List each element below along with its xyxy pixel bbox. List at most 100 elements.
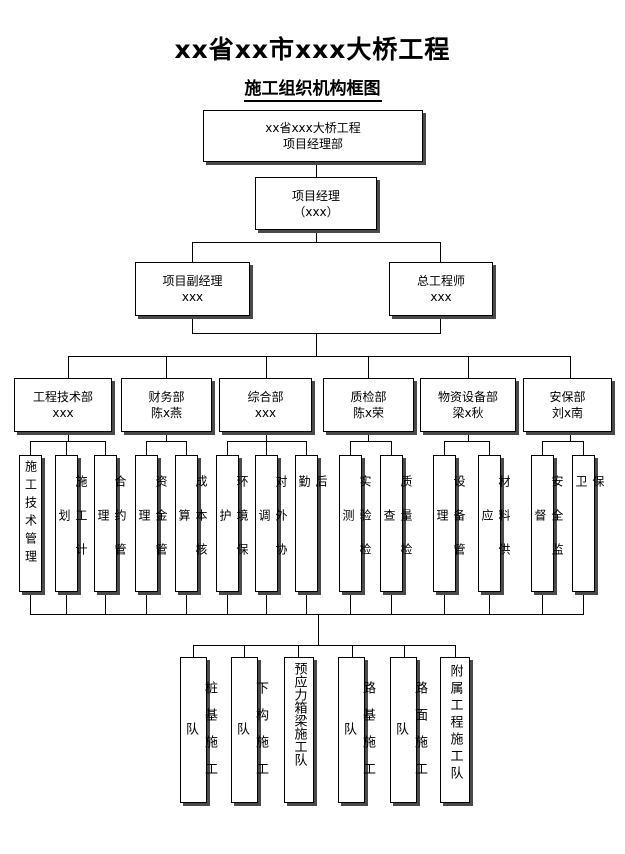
deputy-manager-name: xxx: [181, 290, 204, 304]
connector: [440, 316, 441, 333]
deputy-manager-title: 项目副经理: [162, 274, 223, 288]
connector: [583, 441, 584, 455]
department-name: 财务部: [148, 390, 185, 404]
function-label: 环境保护: [218, 474, 249, 577]
team-label: 路面施工队: [393, 681, 427, 789]
function-box: 施工技术管理: [19, 455, 42, 592]
connector: [391, 441, 392, 455]
connector: [227, 441, 307, 442]
connector: [404, 645, 405, 657]
project-manager-name: （xxx）: [293, 204, 339, 219]
function-label: 实验检测: [341, 474, 372, 577]
connector: [266, 432, 267, 441]
connector: [316, 162, 317, 177]
department-box: 综合部 xxx: [219, 378, 312, 432]
connector: [30, 441, 31, 455]
connector: [316, 230, 317, 242]
chart-subtitle-text: 施工组织机构框图: [243, 74, 382, 102]
deputy-manager-box: 项目副经理 xxx: [135, 262, 250, 316]
connector: [583, 592, 584, 614]
connector: [227, 592, 228, 614]
team-label: 路基施工队: [341, 681, 375, 789]
connector: [146, 441, 187, 442]
connector: [166, 356, 167, 378]
department-box: 安保部 刘x南: [523, 378, 612, 432]
connector: [440, 242, 441, 262]
connector: [542, 592, 543, 614]
connector: [193, 645, 194, 657]
department-name: 安保部: [549, 390, 586, 404]
connector: [105, 441, 106, 455]
connector: [68, 356, 571, 357]
connector: [306, 592, 307, 614]
department-name: 综合部: [247, 390, 284, 404]
connector: [66, 592, 67, 614]
project-manager-title: 项目经理: [291, 188, 340, 203]
team-label: 附属工程施工队: [447, 664, 463, 783]
department-person: 陈x燕: [150, 406, 183, 420]
project-manager-box: 项目经理 （xxx）: [255, 177, 377, 230]
connector: [350, 592, 351, 614]
connector: [146, 441, 147, 455]
connector: [146, 592, 147, 614]
function-label: 安全监督: [533, 474, 564, 577]
department-box: 工程技术部 xxx: [14, 378, 112, 432]
function-label: 设备管理: [435, 474, 466, 577]
department-box: 物资设备部 梁x秋: [420, 378, 516, 432]
function-label: 后勤: [297, 474, 328, 577]
connector: [186, 441, 187, 455]
function-label: 保卫: [574, 474, 605, 577]
chief-engineer-title: 总工程师: [416, 274, 465, 288]
team-label: 预应力箱梁施工队: [291, 662, 307, 766]
function-label: 成本核算: [177, 474, 208, 577]
connector: [105, 592, 106, 614]
team-box: 桩基施工队: [180, 657, 217, 803]
connector: [266, 592, 267, 614]
connector: [298, 645, 299, 657]
team-box: 下构施工队: [231, 657, 268, 803]
connector: [444, 441, 490, 442]
department-person: 陈x荣: [352, 406, 385, 420]
department-name: 物资设备部: [437, 390, 498, 404]
connector: [316, 333, 317, 356]
connector: [570, 356, 571, 378]
connector: [306, 441, 307, 455]
department-box: 质检部 陈x荣: [323, 378, 414, 432]
connector: [391, 592, 392, 614]
connector: [570, 432, 571, 441]
team-box: 路基施工队: [338, 657, 375, 803]
function-label: 质量检查: [382, 474, 413, 577]
connector: [227, 441, 228, 455]
connector: [444, 441, 445, 455]
connector: [468, 356, 469, 378]
department-person: xxx: [254, 406, 277, 420]
connector: [30, 592, 31, 614]
connector: [266, 356, 267, 378]
connector: [266, 441, 267, 455]
function-box: 材料供应: [478, 455, 511, 592]
function-label: 合约管理: [96, 474, 127, 577]
connector: [489, 441, 490, 455]
connector: [542, 441, 584, 442]
department-person: 梁x秋: [452, 406, 484, 420]
function-label: 施工技术管理: [23, 460, 38, 568]
function-box: 施工计划: [55, 455, 88, 592]
connector: [368, 356, 369, 378]
connector: [542, 441, 543, 455]
function-box: 保卫: [572, 455, 605, 592]
connector: [352, 645, 353, 657]
project-department-line1: xx省xxx大桥工程: [265, 121, 361, 135]
department-person: xxx: [52, 406, 74, 420]
connector: [68, 432, 69, 441]
function-label: 资金管理: [137, 474, 168, 577]
chief-engineer-box: 总工程师 xxx: [389, 262, 493, 316]
department-name: 工程技术部: [32, 390, 93, 404]
function-label: 施工计划: [57, 474, 88, 577]
function-box: 设备管理: [433, 455, 466, 592]
department-person: 刘x南: [551, 406, 584, 420]
function-label: 对外协调: [257, 474, 288, 577]
connector: [350, 441, 351, 455]
connector: [30, 614, 584, 615]
department-name: 质检部: [350, 390, 387, 404]
connector: [30, 441, 106, 442]
